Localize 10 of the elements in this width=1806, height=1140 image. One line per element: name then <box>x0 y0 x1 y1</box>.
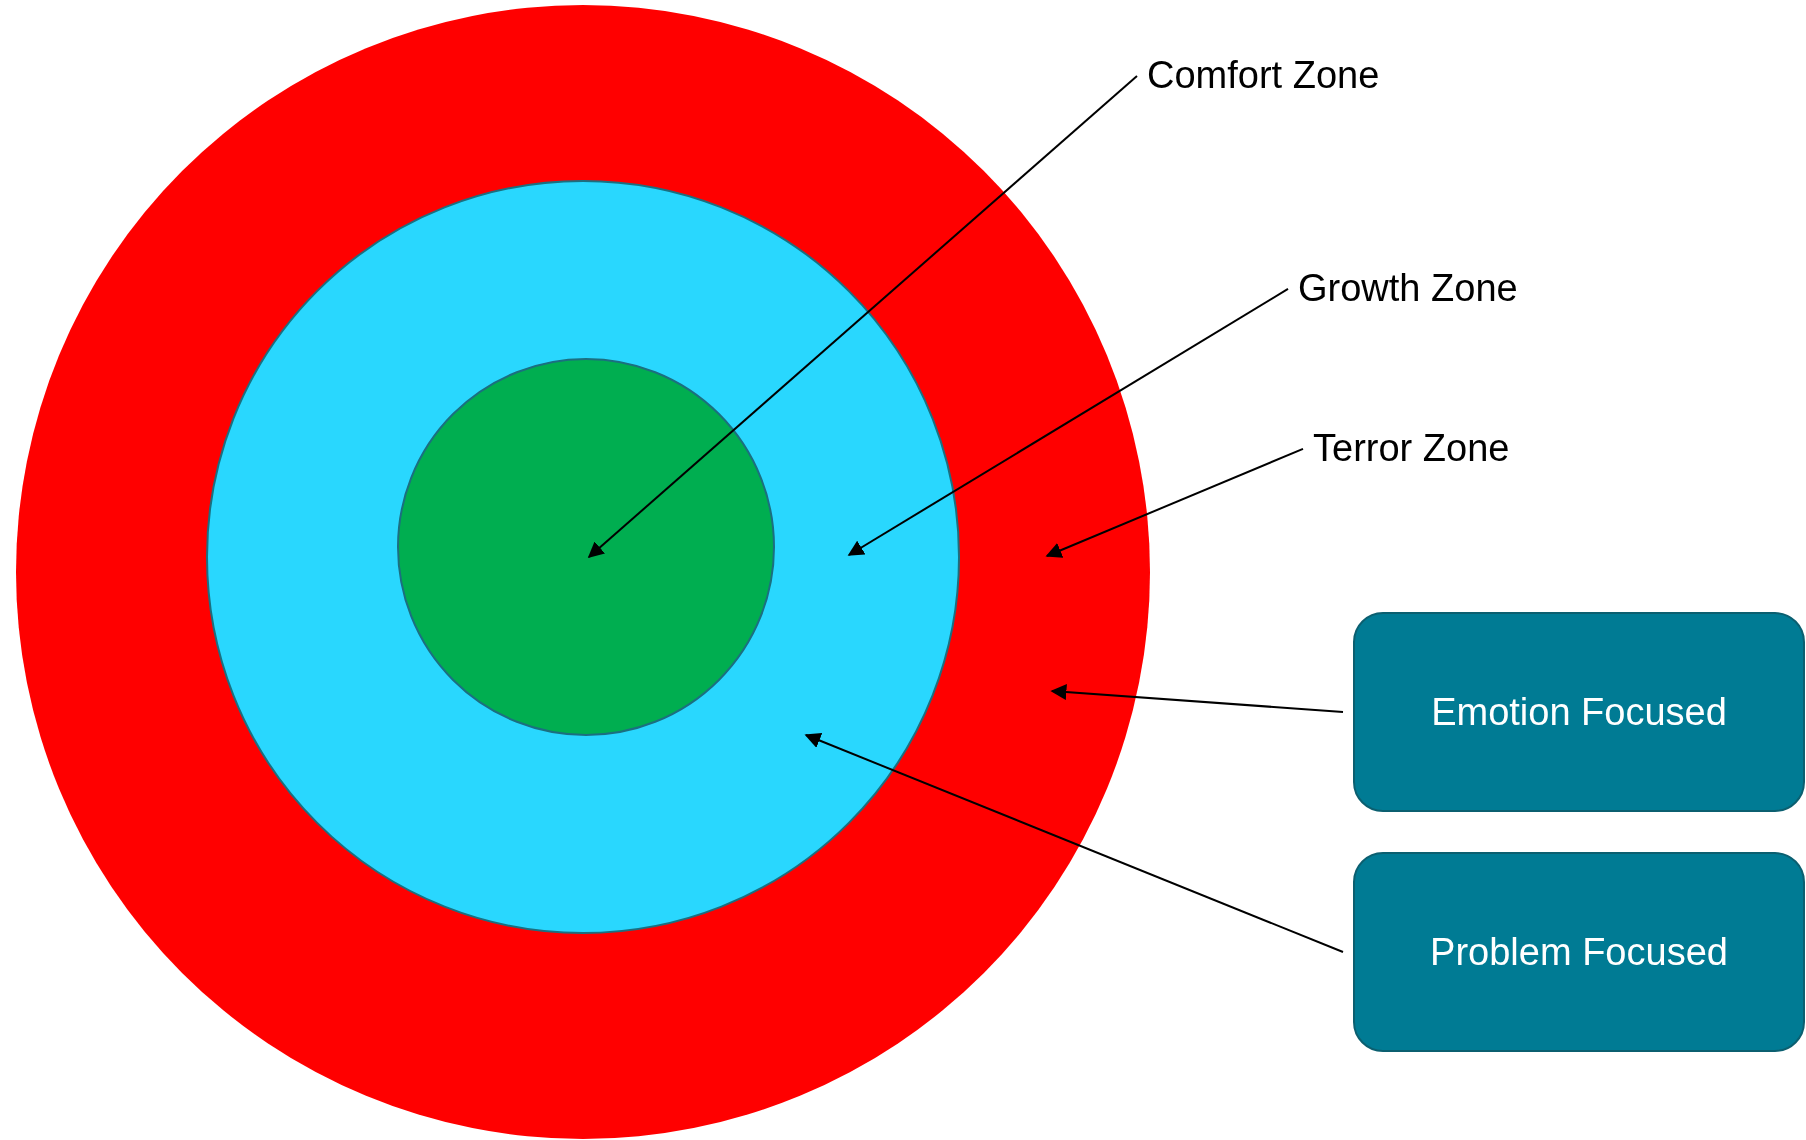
zone-label: Comfort Zone <box>1147 55 1380 97</box>
rounded-box: Problem Focused <box>1353 852 1805 1052</box>
zone-label: Growth Zone <box>1298 268 1518 310</box>
zone-label: Terror Zone <box>1313 428 1510 470</box>
leader-arrow <box>804 733 1344 953</box>
leader-arrow <box>1045 447 1304 558</box>
leader-arrow <box>1050 684 1344 713</box>
rounded-box: Emotion Focused <box>1353 612 1805 812</box>
leader-arrow <box>587 74 1138 559</box>
leader-arrow <box>847 287 1289 556</box>
